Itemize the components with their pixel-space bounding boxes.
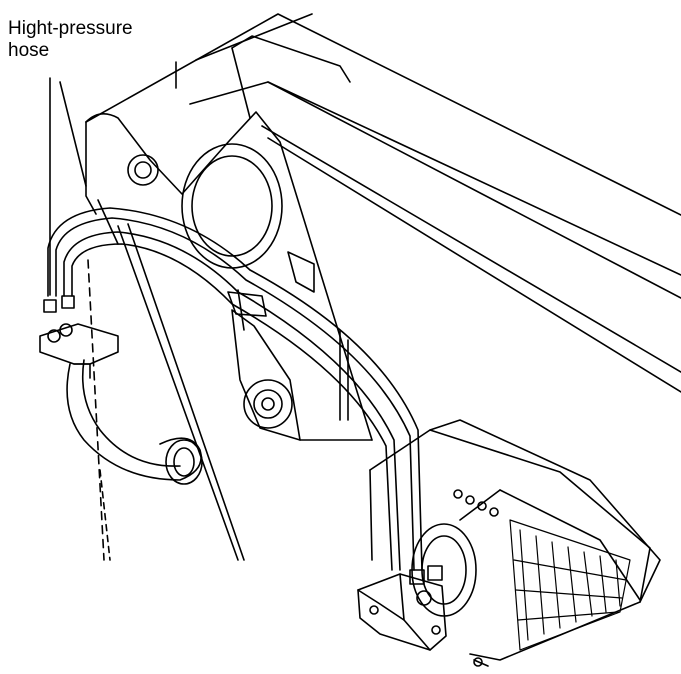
- left-bracket: [39, 295, 203, 485]
- housing-bolts: [453, 489, 499, 667]
- reference-line: [99, 469, 111, 561]
- boom-arm: [85, 13, 681, 441]
- lever-link: [231, 289, 373, 441]
- valve-block: [357, 565, 447, 651]
- callout-leader-lines: [49, 77, 87, 296]
- callout-label-line1: Hight-pressure: [8, 18, 133, 39]
- high-pressure-hose-2: [63, 231, 401, 571]
- hose-clamp: [227, 251, 315, 317]
- support-rods: [87, 223, 245, 561]
- pivot-disc-large: [181, 143, 283, 269]
- callout-label-line2: hose: [8, 40, 50, 61]
- pivot-pin-lower: [243, 379, 293, 429]
- radiator-fins: [509, 519, 631, 651]
- high-pressure-hose-1: [47, 207, 423, 571]
- pivot-pin-upper: [127, 154, 159, 186]
